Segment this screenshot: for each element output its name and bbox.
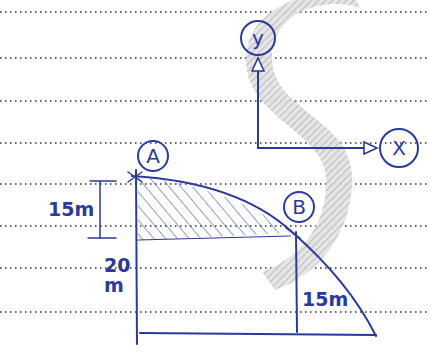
ruled-lines: [0, 12, 430, 312]
circled-letter: B: [283, 191, 315, 223]
hatched-area: [138, 177, 290, 240]
dimension-label: 20 m: [104, 256, 132, 296]
circled-letter: X: [379, 128, 419, 168]
dimension-label: 15m: [302, 290, 348, 310]
section-outline: [88, 170, 376, 344]
dimension-label: 15m: [48, 200, 94, 220]
letter: y: [252, 28, 264, 48]
letter: B: [292, 197, 306, 217]
circled-letter: y: [240, 20, 276, 56]
watermark: [246, 0, 360, 290]
letter: A: [146, 146, 160, 166]
circled-letter: A: [137, 140, 169, 172]
axis-connector: [258, 58, 377, 148]
letter: X: [392, 138, 406, 158]
